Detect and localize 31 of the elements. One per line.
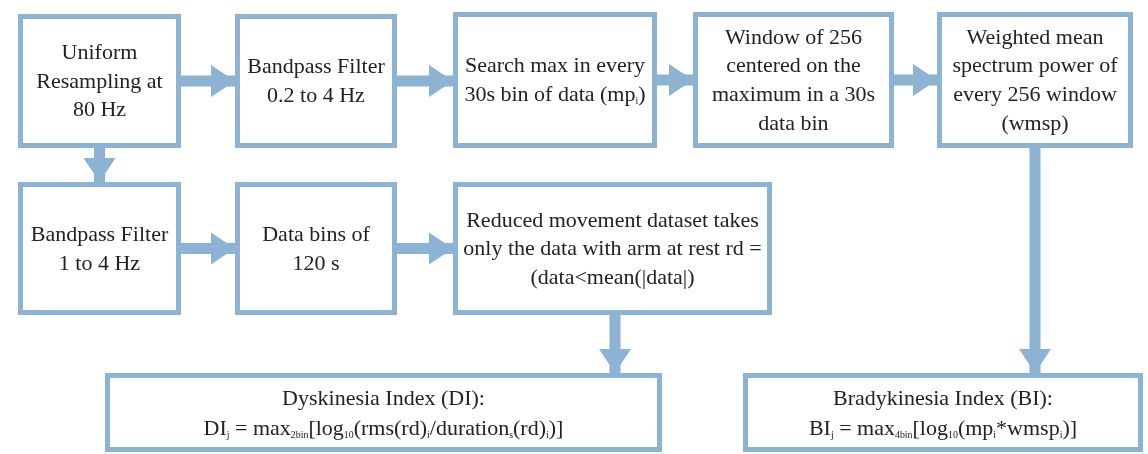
box-text: Weighted mean spectrum power of every 256 window (wmsp) <box>951 22 1119 137</box>
box-text: Bandpass Filter 1 to 4 Hz <box>29 219 170 277</box>
box-text: Uniform Resampling at 80 Hz <box>35 38 164 124</box>
process-box <box>937 12 1133 148</box>
process-box <box>693 12 894 148</box>
box-text: Reduced movement dataset takes only the data with arm at rest rd = (data<mean(|data|) <box>462 205 763 291</box>
formula-text: BI$_{j}$ = max$_{4bin}$[log$_{10}$(mp$_{i}$*wmsp$_{i}$)] <box>808 413 1078 442</box>
process-box <box>743 373 1143 452</box>
arrow <box>1019 148 1051 373</box>
arrow <box>657 64 693 96</box>
process-box <box>18 182 181 315</box>
box-text: Data bins of 120 s <box>261 219 371 277</box>
formula-text: DI$_{j}$ = max$_{2bin}$[log$_{10}$(rms(rd)$_{i}$/duration$_{s}$(rd)$_{i}$)] <box>203 413 564 442</box>
process-box <box>235 182 397 315</box>
process-box <box>235 14 397 148</box>
box-heading: Bradykinesia Index (BI): <box>833 383 1053 412</box>
arrow <box>397 65 453 97</box>
arrow <box>181 232 235 265</box>
process-box <box>105 373 662 452</box>
arrow <box>894 64 937 96</box>
box-text: Bandpass Filter 0.2 to 4 Hz <box>246 52 386 109</box>
box-heading: Dyskinesia Index (DI): <box>282 383 485 412</box>
process-box <box>18 14 181 148</box>
arrow <box>83 148 116 182</box>
arrow <box>181 65 235 97</box>
process-box <box>453 182 772 315</box>
arrow <box>599 315 631 373</box>
box-text: Search max in every 30s bin of data (mp$_{i}$) <box>463 51 647 108</box>
arrow <box>397 232 453 265</box>
process-box <box>453 12 657 148</box>
box-text: Window of 256 centered on the maximum in a 30s data bin <box>710 22 877 137</box>
